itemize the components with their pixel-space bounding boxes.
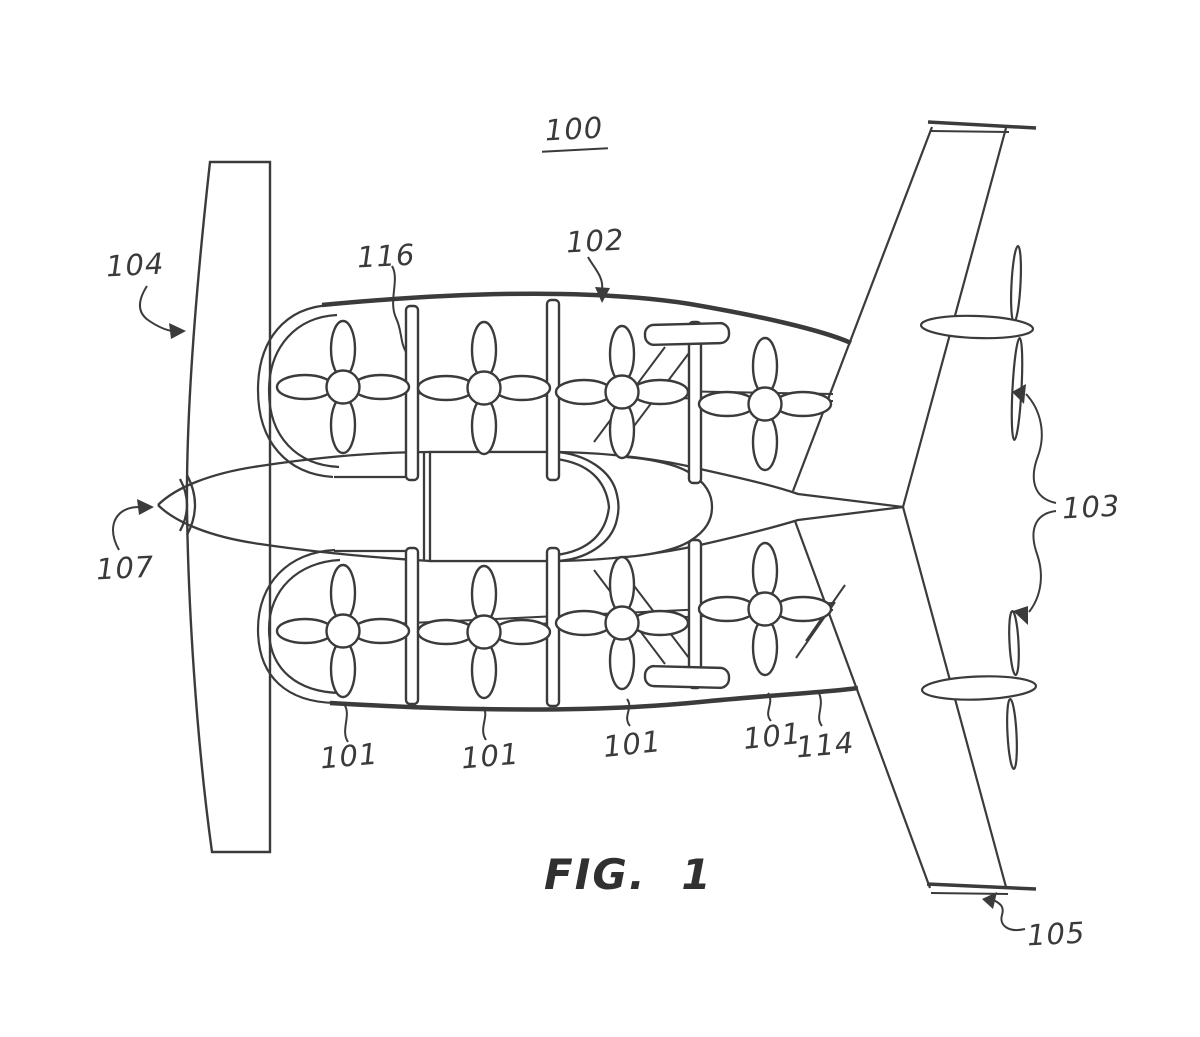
- ref-label-101-1: 101: [318, 736, 380, 776]
- propeller-blade: [1006, 697, 1018, 771]
- lower-leading-edge: [793, 520, 932, 889]
- nacelle: [920, 675, 1038, 701]
- leader-116: [391, 265, 407, 353]
- upper-leading-edge: [791, 126, 934, 492]
- strut: [687, 538, 703, 690]
- leader-101-2: [482, 706, 487, 741]
- support-struts: [404, 298, 731, 708]
- cruise-propellers: [919, 244, 1038, 771]
- canopy: [428, 450, 620, 563]
- bottom-left-endcap-inner: [267, 558, 341, 695]
- lift-fan: [275, 319, 411, 455]
- leader-114: [817, 690, 823, 727]
- wing-top-edge: [321, 291, 852, 346]
- leader-103-lower: [1028, 510, 1057, 613]
- strut: [404, 304, 420, 482]
- ref-label-104: 104: [105, 246, 166, 284]
- leader-102: [587, 256, 604, 291]
- leader-107: [112, 506, 142, 551]
- propeller-blade: [1009, 244, 1023, 324]
- ref-label-103: 103: [1061, 488, 1122, 526]
- ref-label-101-2: 101: [459, 736, 521, 776]
- nacelle: [919, 314, 1035, 340]
- leader-101-3: [626, 698, 631, 727]
- lift-fan: [697, 336, 833, 472]
- nose-detail: [178, 478, 189, 532]
- lift-fan: [416, 564, 552, 700]
- lower-wingtip: [926, 882, 1037, 891]
- ref-label-100: 100: [540, 110, 609, 153]
- bottom-left-endcap-outer: [256, 548, 336, 705]
- ref-label-101-3: 101: [601, 724, 663, 764]
- leader-101-4: [767, 692, 772, 722]
- main-wing: [791, 120, 1037, 895]
- ref-label-101-4: 101: [741, 716, 803, 756]
- upper-wingtip: [927, 120, 1037, 130]
- tilt-bar: [643, 664, 731, 690]
- top-left-endcap-outer: [256, 303, 334, 479]
- forward-wing: [185, 160, 272, 854]
- wing-bottom-edge: [329, 685, 859, 712]
- leader-103-upper: [1025, 393, 1057, 504]
- leader-104: [139, 285, 173, 332]
- top-left-endcap-inner: [267, 313, 340, 469]
- lift-fan: [416, 320, 552, 456]
- leader-105: [993, 899, 1026, 931]
- ref-label-116: 116: [356, 237, 417, 275]
- lift-fan: [275, 563, 411, 699]
- ref-label-102: 102: [565, 222, 626, 260]
- ref-label-105: 105: [1026, 915, 1087, 953]
- figure-caption: FIG. 1: [544, 850, 713, 899]
- lift-fan: [554, 324, 690, 460]
- propeller-blade: [1008, 609, 1020, 677]
- ref-label-107: 107: [95, 549, 156, 587]
- leader-lines: [112, 256, 1057, 931]
- ref-label-114: 114: [794, 725, 856, 765]
- leader-101-1: [343, 703, 349, 743]
- tilt-bar: [643, 321, 731, 347]
